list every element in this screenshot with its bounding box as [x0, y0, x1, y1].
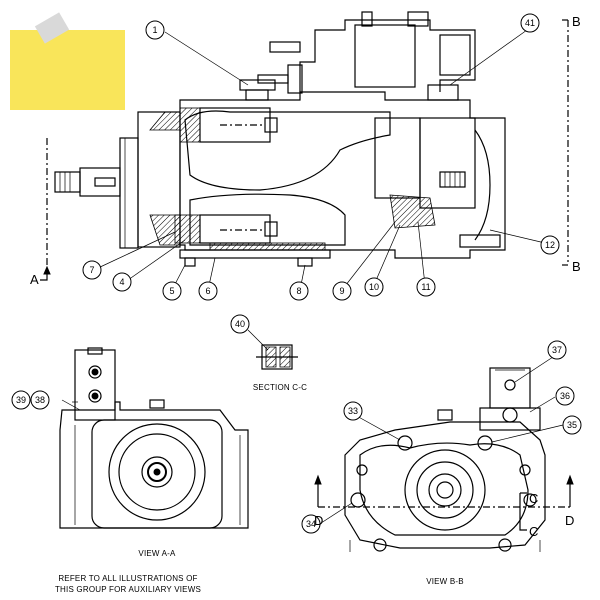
svg-text:4: 4: [119, 277, 124, 287]
letter-d-left: D: [314, 513, 323, 528]
callout-4[interactable]: 4: [112, 272, 132, 292]
bottom-cover: [179, 249, 331, 259]
callout-38[interactable]: 38: [30, 390, 50, 410]
main-leaders: [97, 29, 546, 291]
svg-text:40: 40: [235, 319, 245, 329]
svg-text:34: 34: [306, 519, 316, 529]
letter-d-right: D: [565, 513, 574, 528]
svg-text:33: 33: [348, 406, 358, 416]
caption-section-cc: SECTION C-C: [253, 383, 307, 392]
note-line-1: REFER TO ALL ILLUSTRATIONS OF: [58, 574, 197, 583]
callout-8[interactable]: 8: [289, 281, 309, 301]
port-block: [374, 117, 421, 199]
section-letters: B B A D D C C: [30, 14, 581, 539]
callout-39[interactable]: 39: [11, 390, 31, 410]
letter-c-bottom: C: [529, 524, 538, 539]
captions: SECTION C-C VIEW A-A VIEW B-B REFER TO A…: [55, 383, 464, 594]
callout-37[interactable]: 37: [547, 340, 567, 360]
piston-lower: [199, 214, 271, 244]
letter-a: A: [30, 272, 39, 287]
main-section-view: [40, 11, 569, 281]
compensator-block: [489, 367, 531, 409]
cylinder-barrel: [184, 110, 391, 191]
housing-rear-outline: [344, 421, 546, 549]
svg-text:7: 7: [89, 265, 94, 275]
valve-stack: [74, 349, 116, 421]
sticky-note-paper: [10, 30, 125, 110]
svg-text:5: 5: [169, 286, 174, 296]
sticky-note[interactable]: [10, 12, 125, 110]
svg-text:12: 12: [545, 240, 555, 250]
view-bb: [61, 354, 574, 552]
svg-text:1: 1: [152, 25, 157, 35]
caption-view-aa: VIEW A-A: [138, 549, 176, 558]
view-aa: [59, 347, 249, 529]
pump-housing: [179, 91, 506, 259]
svg-text:39: 39: [16, 395, 26, 405]
port-35: [477, 435, 493, 451]
svg-text:37: 37: [552, 345, 562, 355]
section-cc-view: [247, 329, 298, 370]
housing-front-outline: [59, 401, 249, 529]
callout-33[interactable]: 33: [343, 401, 363, 421]
svg-text:9: 9: [339, 286, 344, 296]
callout-9[interactable]: 9: [332, 281, 352, 301]
shaft-bore: [141, 456, 173, 488]
callout-41[interactable]: 41: [520, 13, 540, 33]
callout-bubbles: 1 41 12 7 4 5 6 8 9 10 11 40 37 39 38 33…: [11, 13, 582, 534]
callout-12[interactable]: 12: [540, 235, 560, 255]
callout-10[interactable]: 10: [364, 277, 384, 297]
svg-text:6: 6: [205, 286, 210, 296]
callout-11[interactable]: 11: [416, 277, 436, 297]
svg-text:10: 10: [369, 282, 379, 292]
shaft: [54, 171, 81, 193]
rear-flange: [404, 449, 486, 531]
callout-40[interactable]: 40: [230, 314, 250, 334]
callout-1[interactable]: 1: [145, 20, 165, 40]
letter-b-bottom: B: [572, 259, 581, 274]
control-valve-block: [299, 19, 476, 92]
callout-35[interactable]: 35: [562, 415, 582, 435]
letter-b-top: B: [572, 14, 581, 29]
letter-c-top: C: [529, 491, 538, 506]
caption-view-bb: VIEW B-B: [426, 577, 464, 586]
svg-text:8: 8: [296, 286, 301, 296]
callout-6[interactable]: 6: [198, 281, 218, 301]
section-line-c: [519, 493, 527, 531]
svg-text:35: 35: [567, 420, 577, 430]
valve-plate: [389, 194, 436, 229]
flange-outer: [108, 423, 206, 521]
callout-34[interactable]: 34: [301, 514, 321, 534]
callout-5[interactable]: 5: [162, 281, 182, 301]
note-line-2: THIS GROUP FOR AUXILIARY VIEWS: [55, 585, 201, 594]
svg-text:41: 41: [525, 18, 535, 28]
svg-text:38: 38: [35, 395, 45, 405]
port-33: [397, 435, 413, 451]
callout-36[interactable]: 36: [555, 386, 575, 406]
svg-text:36: 36: [560, 391, 570, 401]
svg-text:11: 11: [421, 282, 430, 292]
callout-7[interactable]: 7: [82, 260, 102, 280]
sticky-note-tape: [34, 12, 70, 44]
mounting-flange: [119, 137, 139, 249]
